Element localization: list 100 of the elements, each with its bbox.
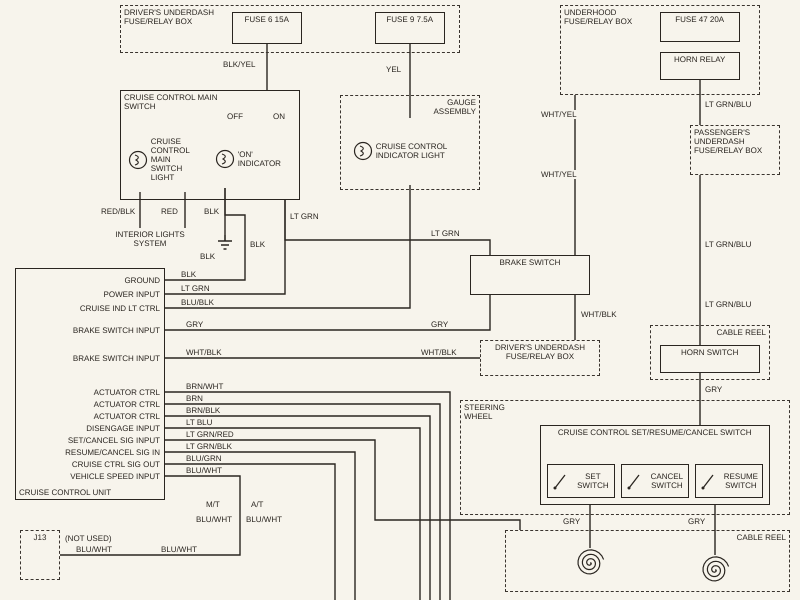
wire-color-label: RED — [160, 207, 179, 216]
cable-reel-outline — [650, 325, 770, 380]
wire — [165, 185, 411, 309]
component-label: CABLE REEL — [736, 533, 786, 542]
component-label: 'ON' INDICATOR — [238, 150, 282, 168]
pin-label: ACTUATOR CTRL — [94, 400, 160, 409]
switch-block — [621, 464, 690, 498]
wire — [165, 188, 246, 281]
unit-title: CRUISE CONTROL UNIT — [19, 488, 112, 497]
wire-color-label: BRN/WHT — [185, 382, 224, 391]
wire — [699, 373, 701, 425]
gauge-assembly-outline — [340, 95, 480, 190]
wire-color-label: WHT/BLK — [185, 348, 223, 357]
switch-block: HORN SWITCH — [660, 344, 760, 373]
wire — [266, 44, 268, 90]
wire-color-label: BLU/WHT — [185, 466, 223, 475]
wire-color-label: WHT/BLK — [580, 310, 618, 319]
switch-housing — [540, 424, 770, 505]
component-label: CRUISE CONTROL MAIN SWITCH — [124, 93, 218, 111]
switch-housing: BRAKE SWITCH — [470, 255, 590, 295]
pin-label: BRAKE SWITCH INPUT — [72, 326, 160, 335]
fuse-block: FUSE 47 20A — [660, 12, 740, 42]
wire-color-label: YEL — [385, 65, 402, 74]
steering-wheel-outline — [460, 400, 790, 515]
wire — [60, 475, 241, 556]
wire-color-label: LT GRN — [289, 212, 320, 221]
fuse-box-outline: PASSENGER'S UNDERDASH FUSE/RELAY BOX — [690, 125, 780, 175]
pin-label: CRUISE IND LT CTRL — [80, 304, 160, 313]
wire-color-label: BLU/WHT — [195, 515, 233, 524]
wire-color-label: BLK — [249, 240, 266, 249]
fuse-block: FUSE 9 7.5A — [374, 12, 445, 44]
pin-label: CRUISE CTRL SIG OUT — [72, 460, 160, 469]
wire-color-label: BLU/GRN — [185, 454, 223, 463]
wire — [699, 175, 701, 345]
component-label: CRUISE CONTROL INDICATOR LIGHT — [376, 142, 448, 160]
wire-color-label: WHT/YEL — [540, 110, 578, 119]
fuse-block: FUSE 6 15A — [232, 12, 302, 44]
wire-color-label: GRY — [704, 385, 724, 394]
wire-color-label: BLK/YEL — [222, 60, 256, 69]
wire-color-label: LT GRN — [430, 229, 461, 238]
control-unit-box — [15, 268, 165, 500]
wire — [699, 80, 701, 125]
component-label: SET SWITCH — [576, 472, 610, 490]
component-label: CRUISE CONTROL SET/RESUME/CANCEL SWITCH — [556, 428, 753, 437]
wire-color-label: LT BLU — [185, 418, 214, 427]
wire — [165, 439, 521, 530]
wire-color-label: BLU/BLK — [180, 298, 215, 307]
wire-color-label: LT GRN/RED — [185, 430, 235, 439]
wire-color-label: BLK — [203, 207, 220, 216]
wire — [165, 295, 491, 331]
note-label: (NOT USED) — [64, 534, 113, 543]
component-label: DRIVER'S UNDERDASH FUSE/RELAY BOX — [124, 8, 215, 26]
wire — [409, 44, 411, 118]
wire-color-label: RED/BLK — [100, 207, 136, 216]
wire — [139, 192, 141, 228]
wire-color-label: LT GRN/BLU — [704, 240, 752, 249]
wire-color-label: BLU/WHT — [75, 545, 113, 554]
pin-label: SET/CANCEL SIG INPUT — [68, 436, 160, 445]
pin-label: DISENGAGE INPUT — [86, 424, 160, 433]
wire — [574, 95, 576, 255]
wire-color-label: WHT/BLK — [420, 348, 458, 357]
wire-color-label: LT GRN/BLU — [704, 100, 752, 109]
fuse-box-outline — [560, 5, 760, 95]
system-label: INTERIOR LIGHTS SYSTEM — [114, 230, 186, 248]
wire — [165, 357, 480, 359]
wire-color-label: A/T — [250, 500, 264, 509]
wire-color-label: BLU/WHT — [160, 545, 198, 554]
wire — [184, 192, 186, 228]
wire-color-label: BLK — [199, 252, 216, 261]
wire-color-label: OFF — [226, 112, 244, 121]
relay-block: HORN RELAY — [660, 52, 740, 80]
wire-color-label: WHT/YEL — [540, 170, 578, 179]
component-label: STEERING WHEEL — [464, 403, 506, 421]
wire-color-label: LT GRN — [180, 284, 211, 293]
wire-color-label: BLU/WHT — [245, 515, 283, 524]
wire — [284, 200, 491, 255]
component-label: GAUGE ASSEMBLY — [432, 98, 476, 116]
wire-color-label: LT GRN/BLK — [185, 442, 233, 451]
wire — [714, 505, 716, 555]
wire-color-label: GRY — [562, 517, 582, 526]
pin-label: RESUME/CANCEL SIG IN — [65, 448, 160, 457]
wire-color-label: BRN — [185, 394, 204, 403]
component-label: CANCEL SWITCH — [650, 472, 684, 490]
wire-color-label: M/T — [205, 500, 221, 509]
switch-block — [695, 464, 764, 498]
wire — [574, 295, 576, 340]
component-label: RESUME SWITCH — [722, 472, 759, 490]
ground-symbol — [217, 235, 233, 251]
wire-color-label: ON — [272, 112, 286, 121]
pin-label: ACTUATOR CTRL — [94, 388, 160, 397]
wire-color-label: GRY — [687, 517, 706, 526]
pin-label: ACTUATOR CTRL — [94, 412, 160, 421]
pin-label: VEHICLE SPEED INPUT — [70, 472, 160, 481]
component-label: CABLE REEL — [716, 328, 766, 337]
connector-outline: J13 — [20, 530, 60, 580]
cable-reel-outline — [505, 530, 790, 592]
switch-block — [547, 464, 616, 498]
wire — [589, 505, 591, 548]
wire-color-label: BRN/BLK — [185, 406, 222, 415]
wire — [165, 463, 336, 600]
